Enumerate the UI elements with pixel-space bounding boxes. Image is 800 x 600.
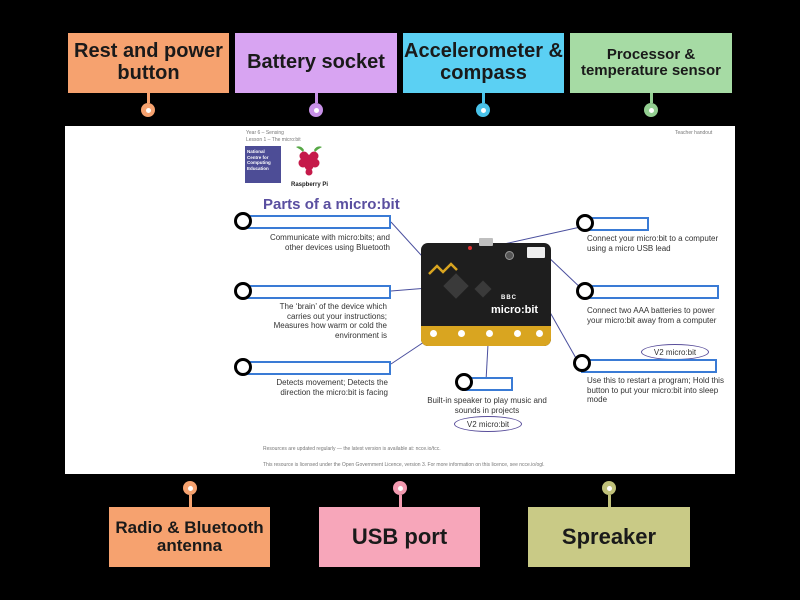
header-lesson: Lesson 1 – The micro:bit [246,137,301,143]
connector-stem [147,93,150,103]
label-usb-port-text: USB port [351,524,448,550]
label-radio-bluetooth-text: Radio & Bluetooth antenna [115,517,264,555]
ncce-logo: National Centre for Computing Education [245,146,281,183]
label-accelerometer-compass-text: Accelerometer & compass [404,40,563,84]
drop-zone-battery[interactable] [576,282,594,300]
drop-zone-reset[interactable] [573,354,591,372]
drop-zone-accelerometer-box[interactable] [241,361,391,375]
pin-radio-bluetooth[interactable] [183,481,197,495]
v2-badge-speaker: V2 micro:bit [454,416,522,432]
pin-accelerometer-compass[interactable] [476,103,490,117]
drop-zone-processor-box[interactable] [241,285,391,299]
accelerometer-chip [474,280,492,298]
connector-stem [189,495,192,507]
reset-button [505,251,514,260]
desc-usb: Connect your micro:bit to a computer usi… [587,234,719,253]
label-battery-socket[interactable]: Battery socket [235,33,397,93]
label-accelerometer-compass[interactable]: Accelerometer & compass [403,33,564,93]
connector-stem [482,93,485,103]
connector-stem [608,495,611,507]
desc-processor: The ‘brain’ of the device which carries … [273,302,387,340]
drop-zone-radio[interactable] [234,212,252,230]
ncce-logo-text: National Centre for Computing Education [247,149,271,171]
connector-stem [650,93,653,103]
label-processor-temperature-text: Processor & temperature sensor [580,45,722,79]
drop-zone-accelerometer[interactable] [234,358,252,376]
antenna-trace [428,262,458,275]
footer-licence: This resource is licensed under the Open… [263,462,545,468]
drop-zone-reset-box[interactable] [581,359,717,373]
header-teacher-handout: Teacher handout [675,130,713,136]
red-led [468,246,472,250]
pin-ring [455,327,468,340]
worksheet-title: Parts of a micro:bit [263,196,400,213]
connector-stem [399,495,402,507]
v2-badge-battery: V2 micro:bit [641,344,709,360]
label-spreaker[interactable]: Spreaker [528,507,690,567]
pin-usb-port[interactable] [393,481,407,495]
label-usb-port[interactable]: USB port [319,507,480,567]
label-processor-temperature[interactable]: Processor & temperature sensor [570,33,732,93]
drop-zone-usb[interactable] [576,214,594,232]
pin-spreaker[interactable] [602,481,616,495]
header-year: Year 6 – Sensing [246,130,284,136]
leader-lines [390,221,586,382]
pin-rest-power-button[interactable] [141,103,155,117]
usb-port-connector [479,238,493,246]
label-rest-power-button[interactable]: Rest and power button [68,33,229,93]
desc-battery: Connect two AAA batteries to power your … [587,306,717,325]
drop-zone-radio-box[interactable] [241,215,391,229]
board-brand: micro:bit [491,304,539,316]
pin-ring [483,327,496,340]
bbc-logo: BBC [501,295,517,301]
label-battery-socket-text: Battery socket [247,51,385,74]
pin-ring [511,327,524,340]
connector-stem [315,93,318,103]
desc-accelerometer: Detects movement; Detects the direction … [276,378,388,397]
desc-reset: Use this to restart a program; Hold this… [587,376,724,405]
raspberry-pi-text: Raspberry Pi [291,182,329,188]
raspberry-icon [296,146,322,176]
drop-zone-battery-box[interactable] [583,285,719,299]
pin-battery-socket[interactable] [309,103,323,117]
label-spreaker-text: Spreaker [561,524,657,550]
pin-ring [533,327,546,340]
drop-zone-speaker[interactable] [455,373,473,391]
raspberry-pi-logo: Raspberry Pi [291,144,329,188]
pin-processor-temperature[interactable] [644,103,658,117]
drop-zone-processor[interactable] [234,282,252,300]
pin-ring [427,327,440,340]
microbit-board: BBC micro:bit [421,238,551,346]
battery-socket-connector [527,247,545,258]
label-radio-bluetooth[interactable]: Radio & Bluetooth antenna [109,507,270,567]
desc-speaker: Built-in speaker to play music and sound… [427,396,547,415]
label-rest-power-button-text: Rest and power button [74,40,223,84]
desc-radio: Communicate with micro:bits; and other d… [269,233,390,252]
worksheet-image: Year 6 – Sensing Lesson 1 – The micro:bi… [65,126,735,474]
footer-updates: Resources are updated regularly — the la… [263,446,441,452]
